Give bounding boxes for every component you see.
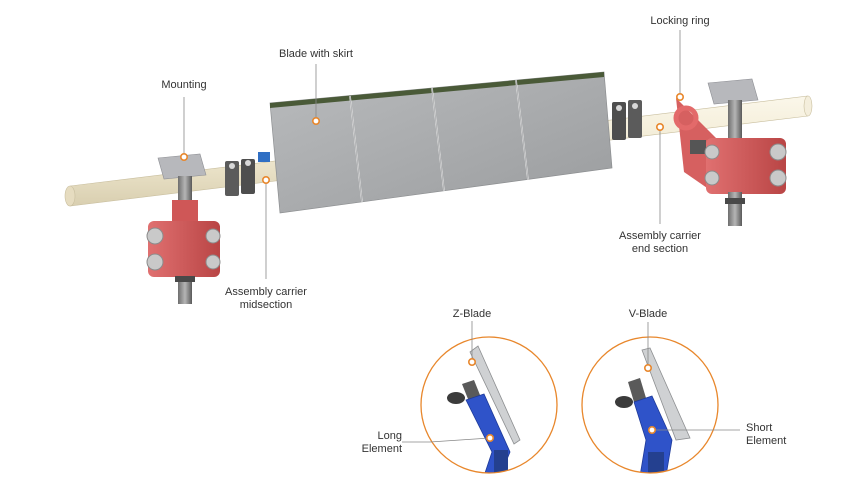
label-long-element: Long Element bbox=[361, 430, 402, 455]
callout-lines bbox=[183, 30, 740, 443]
carrier-end-dot bbox=[655, 123, 664, 132]
left-clamps bbox=[225, 152, 270, 196]
right-tensioner bbox=[673, 78, 787, 226]
z-blade-detail bbox=[420, 336, 558, 474]
label-blade-with-skirt: Blade with skirt bbox=[279, 48, 353, 60]
label-assembly-carrier-midsection: Assembly carrier midsection bbox=[225, 286, 307, 311]
label-locking-ring: Locking ring bbox=[650, 15, 710, 27]
label-z-blade: Z-Blade bbox=[452, 308, 492, 320]
right-clamps bbox=[612, 100, 642, 140]
callout-dots bbox=[180, 93, 684, 442]
label-mounting: Mounting bbox=[161, 79, 207, 91]
label-v-blade: V-Blade bbox=[628, 308, 668, 320]
v-blade-detail bbox=[581, 336, 719, 474]
blade-skirt-dot bbox=[311, 117, 320, 126]
label-short-element: Short Element bbox=[746, 422, 787, 447]
short-element-dot bbox=[647, 425, 656, 434]
v-blade-dot bbox=[643, 363, 652, 372]
blade-panels bbox=[269, 71, 613, 214]
long-element-dot bbox=[485, 433, 494, 442]
mounting-dot bbox=[180, 153, 189, 162]
z-blade-dot bbox=[467, 357, 476, 366]
locking-ring-dot bbox=[675, 93, 684, 102]
left-tensioner bbox=[146, 153, 221, 304]
carrier-mid-dot bbox=[261, 176, 270, 185]
label-assembly-carrier-end-section: Assembly carrier end section bbox=[619, 230, 701, 255]
